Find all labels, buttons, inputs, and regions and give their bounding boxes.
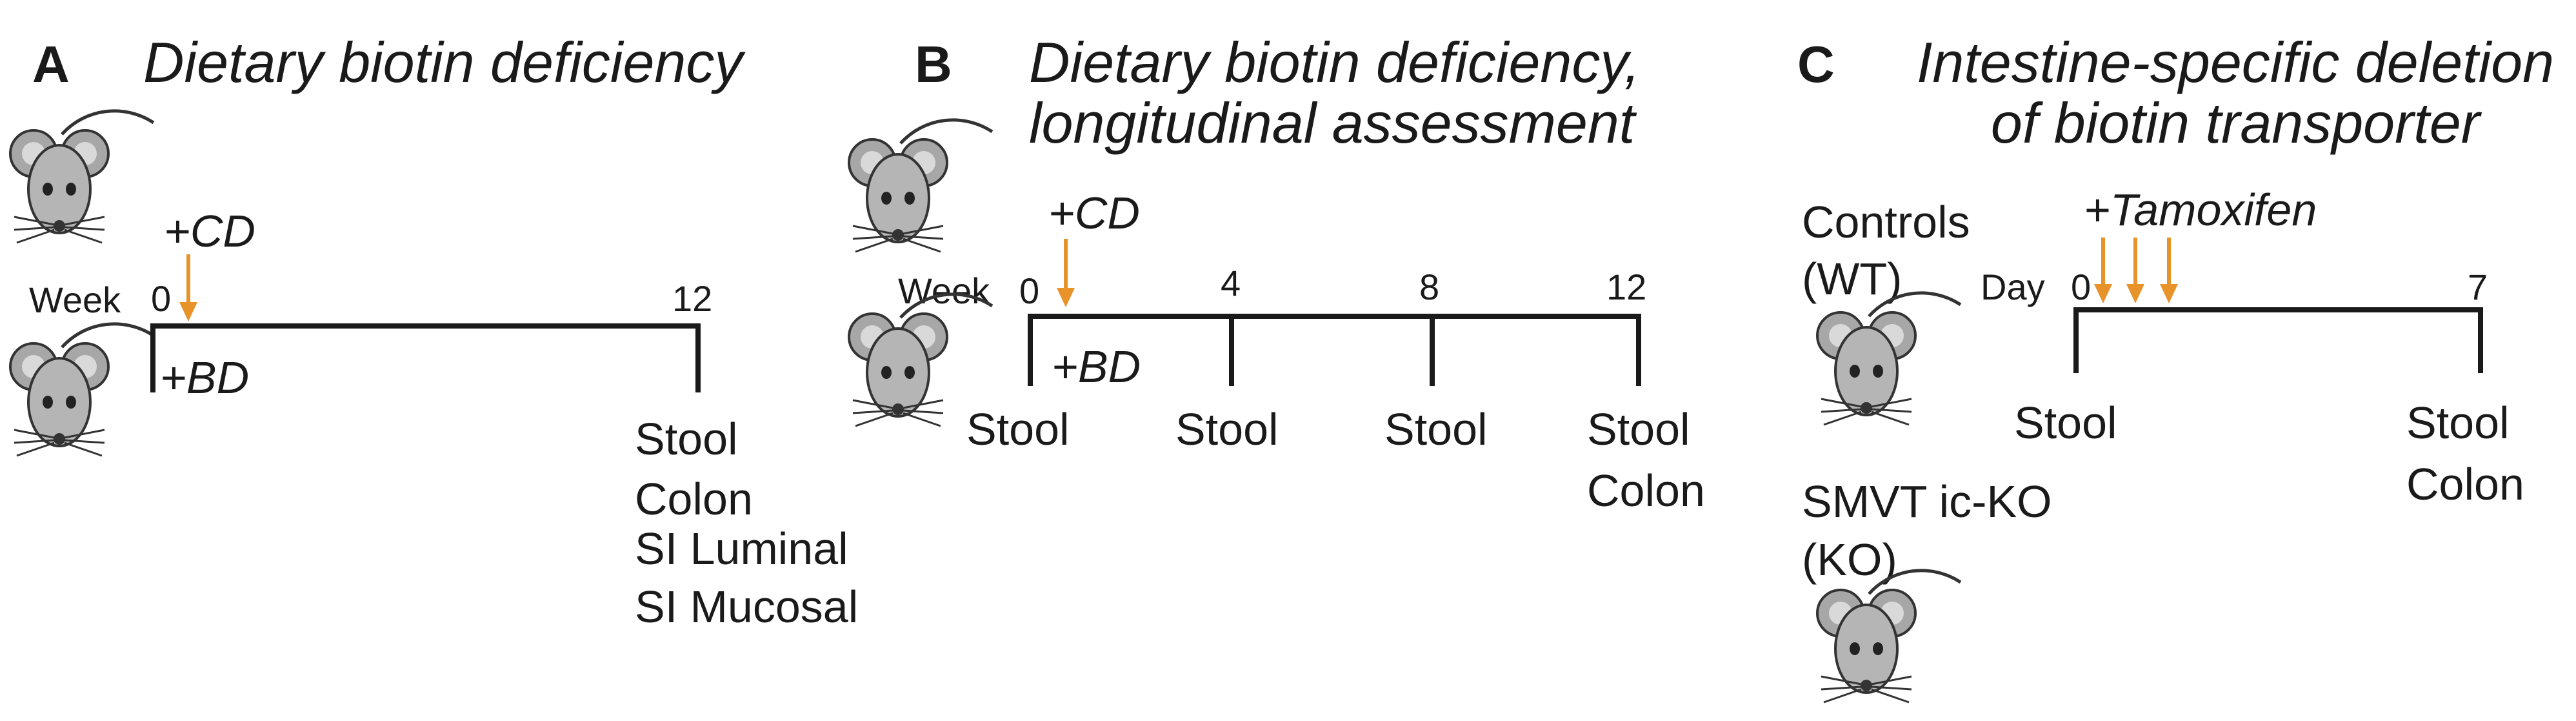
panel-a-sample-stool: Stool (635, 414, 738, 464)
panel-c-sample-day-0: Stool (2014, 398, 2117, 448)
panel-a-axis-label: Week (29, 279, 121, 320)
panel-a-timeline (150, 323, 701, 392)
mouse-icon (10, 111, 154, 243)
panel-a-sample-si-mucosal: SI Mucosal (635, 582, 859, 632)
mouse-icon (1817, 571, 1961, 702)
panel-a-title: Dietary biotin deficiency (143, 30, 743, 94)
panel-c-group-control-name: Controls (1802, 197, 1970, 247)
panel-b-tick-8: 8 (1419, 267, 1440, 307)
panel-a-sample-si-luminal: SI Luminal (635, 523, 848, 574)
panel-b-sample-week-12-colon: Colon (1587, 465, 1705, 516)
panel-b-title-line-1: Dietary biotin deficiency, (1029, 30, 1641, 94)
panel-b-tick-12: 12 (1606, 267, 1647, 307)
panel-a-tick-12: 12 (672, 278, 713, 319)
panel-c-group-control-abbr: (WT) (1802, 254, 1902, 304)
panel-c-title-line-1: Intestine-specific deletion (1916, 30, 2555, 94)
panel-c-group-ko-name: SMVT ic-KO (1802, 476, 2052, 527)
panel-b-letter: B (915, 36, 952, 93)
panel-c-tick-0: 0 (2071, 267, 2092, 307)
panel-b-axis-label: Week (898, 270, 990, 311)
panel-b-sample-week-12-stool: Stool (1587, 404, 1690, 454)
panel-c-timeline (2073, 307, 2483, 373)
panel-c-title-line-2: of biotin transporter (1990, 91, 2481, 155)
treatment-arrow-icon (2094, 238, 2112, 303)
panel-b-sample-week-0: Stool (966, 404, 1070, 454)
panel-b-title-line-2: longitudinal assessment (1029, 91, 1635, 155)
panel-b-sample-week-8: Stool (1384, 404, 1488, 454)
panel-b-treatment-bd: +BD (1052, 341, 1141, 392)
panel-a-tick-0: 0 (151, 278, 172, 319)
panel-c-tick-7: 7 (2468, 267, 2488, 307)
treatment-arrow-icon (179, 254, 197, 321)
panel-c-treatment-tamoxifen: +Tamoxifen (2084, 185, 2317, 235)
panel-b-tick-4: 4 (1221, 263, 1241, 303)
treatment-arrow-icon (2126, 238, 2144, 303)
mouse-icon (10, 324, 154, 456)
panel-b-timeline (1028, 314, 1641, 386)
panel-c-group-ko-abbr: (KO) (1802, 534, 1897, 585)
panel-a-treatment-bd: +BD (160, 352, 250, 403)
panel-c-letter: C (1797, 36, 1835, 93)
panel-b-tick-0: 0 (1019, 270, 1040, 311)
panel-c-axis-label: Day (1981, 267, 2045, 307)
panel-c-sample-day-7-stool: Stool (2406, 398, 2510, 448)
panel-c-sample-day-7-colon: Colon (2406, 459, 2524, 509)
panel-a-sample-colon: Colon (635, 474, 753, 524)
mouse-icon (849, 120, 992, 252)
mouse-icon (849, 294, 992, 426)
treatment-arrow-icon (1057, 239, 1075, 307)
panel-b-treatment-cd: +CD (1048, 188, 1140, 238)
treatment-arrow-icon (2160, 238, 2178, 303)
panel-a-treatment-cd: +CD (164, 206, 255, 256)
panel-a-letter: A (32, 36, 70, 93)
panel-b-sample-week-4: Stool (1175, 404, 1279, 454)
mouse-icon (1817, 293, 1961, 425)
